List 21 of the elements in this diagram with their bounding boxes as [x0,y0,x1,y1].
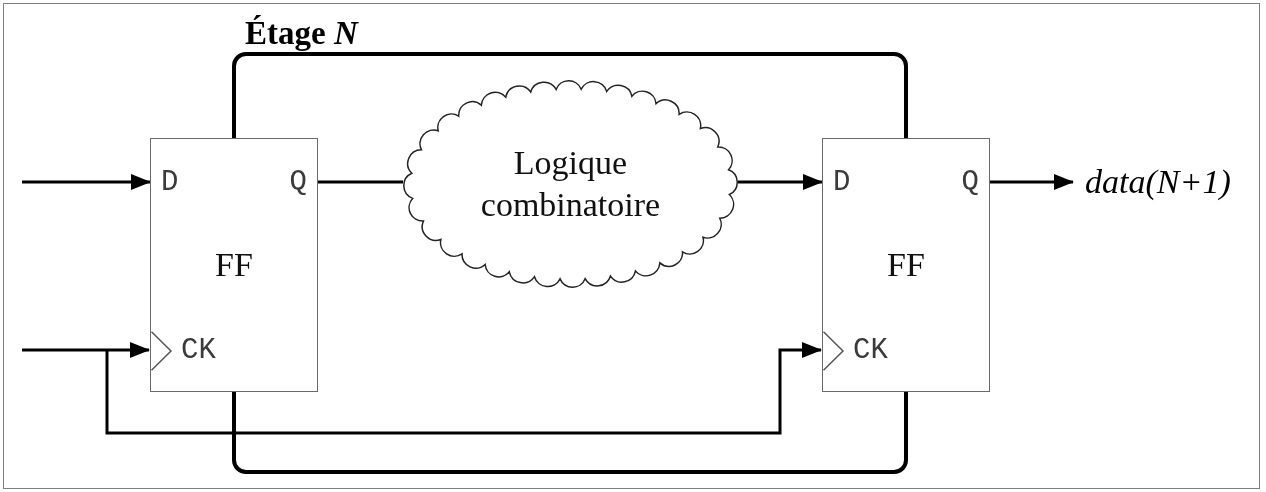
flip-flop-box [150,138,318,392]
wire [22,348,107,352]
flip-flop-box [822,138,990,392]
output-label: data(N+1) [1085,162,1231,202]
arrow [990,174,1074,190]
block-name: FF [887,245,925,285]
wire [318,180,403,184]
pin-label: Q [289,166,307,200]
block-name: FF [215,245,253,285]
cloud-shape [403,80,738,288]
arrow [22,174,151,190]
pin-label: Q [961,166,979,200]
arrow [738,174,823,190]
arrow [105,342,822,435]
pin-label: D [833,166,851,200]
pin-label: CK [853,334,888,368]
pin-label: CK [181,334,216,368]
arrow [107,342,150,358]
pin-label: D [161,166,179,200]
node-label: Logique combinatoire [479,143,662,225]
stage-title: Étage N [245,14,358,52]
